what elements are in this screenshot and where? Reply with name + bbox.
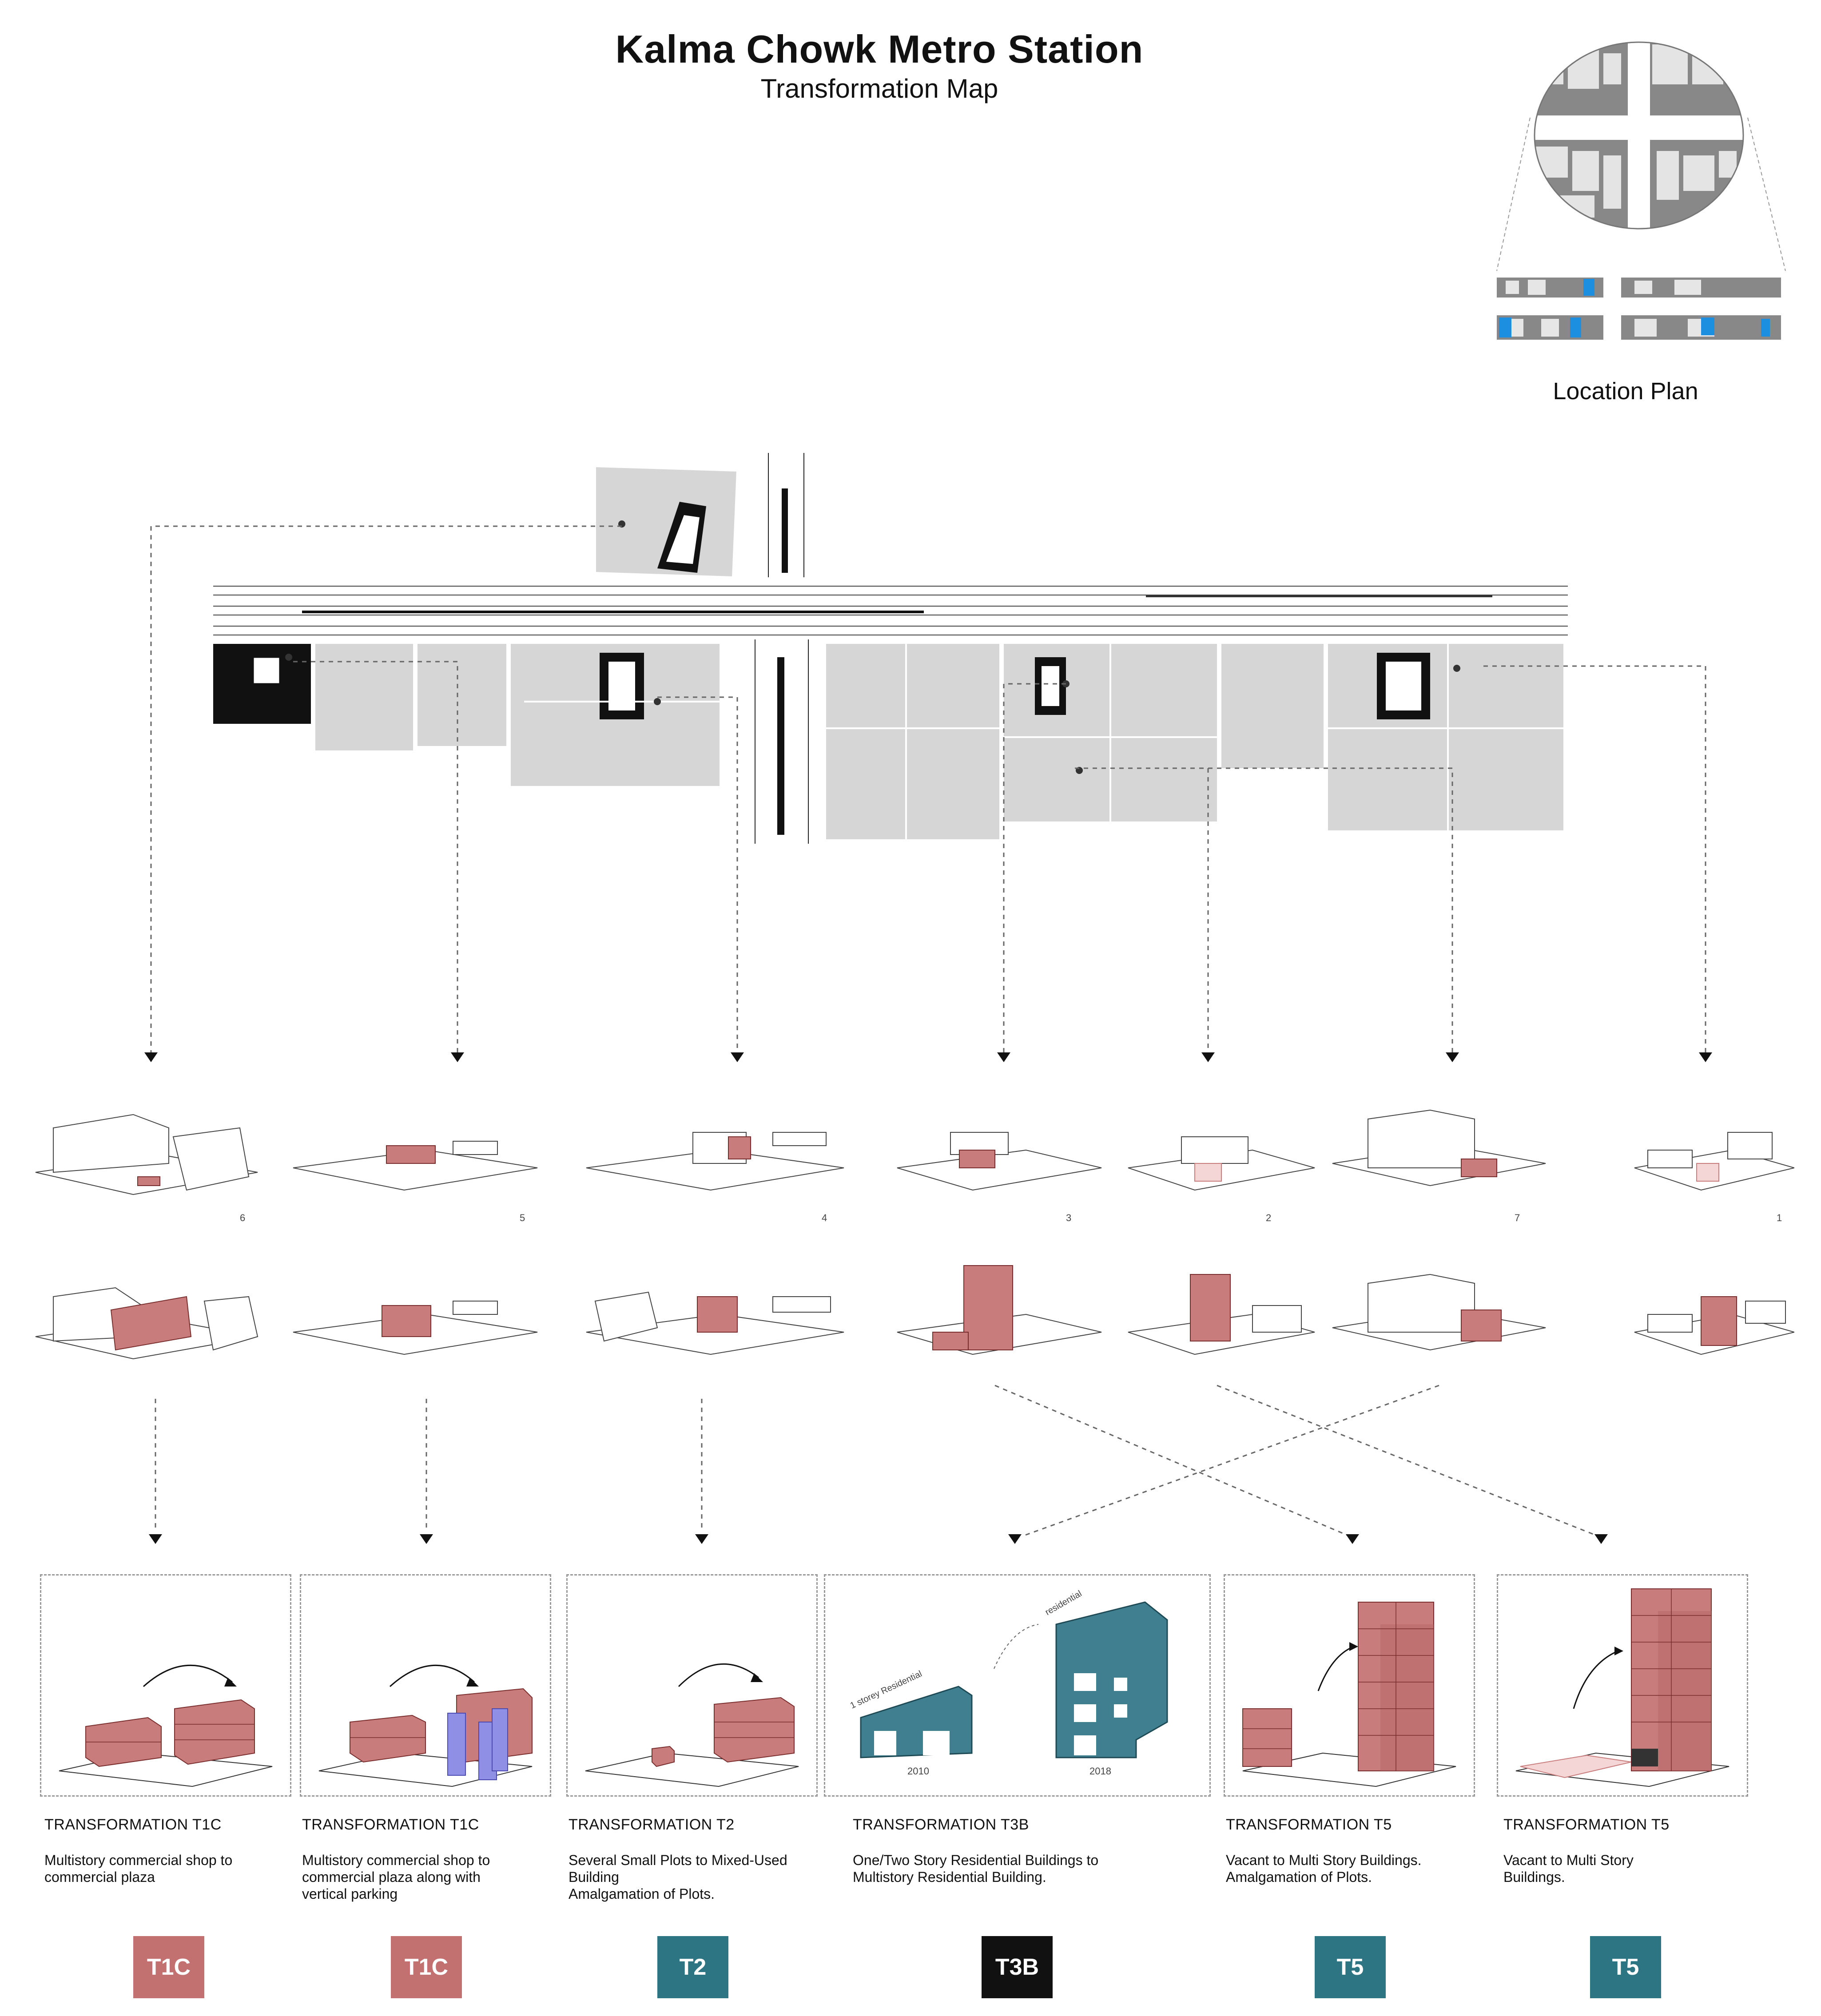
- location-plan: [1488, 22, 1790, 351]
- panel-4-graphic: 2010 2018 1 storey Residential residenti…: [849, 1589, 1168, 1777]
- after-scenes: [27, 1257, 1796, 1390]
- after-scene-4: [897, 1265, 1102, 1355]
- panel-5-graphic: [1242, 1602, 1456, 1787]
- before-scene-4: [586, 1132, 844, 1191]
- before-scenes: 6 5 4 3 2 7 1: [27, 1101, 1796, 1226]
- transformation-panel-5: [1224, 1574, 1475, 1797]
- panel-year-after: 2018: [1089, 1766, 1111, 1777]
- site-plan-graphic: [213, 453, 1568, 844]
- page-subtitle: Transformation Map: [760, 74, 998, 103]
- transformation-description: One/Two Story Residential Buildings to M…: [853, 1852, 1099, 1885]
- badge-t5: T5: [1315, 1936, 1386, 1998]
- transformation-title: TRANSFORMATION T2: [569, 1816, 735, 1833]
- after-scene-5: [1128, 1274, 1315, 1355]
- before-scene-2: [1128, 1136, 1315, 1191]
- transformation-panel-3: [566, 1574, 818, 1797]
- after-scene-1: [35, 1287, 258, 1360]
- transformation-panel-1: [40, 1574, 291, 1797]
- after-scenes-graphic: [35, 1265, 1796, 1360]
- transformation-description: Vacant to Multi Story Buildings.: [1503, 1852, 1634, 1885]
- before-scene-5: [293, 1141, 538, 1191]
- transformation-description: Several Small Plots to Mixed-Used Buildi…: [569, 1852, 787, 1902]
- panel-year-before: 2010: [907, 1766, 929, 1777]
- transformation-description: Vacant to Multi Story Buildings. Amalgam…: [1226, 1852, 1422, 1885]
- panel-note-after: residential: [1044, 1589, 1084, 1618]
- after-scene-3: [586, 1291, 844, 1355]
- after-scene-7: [1634, 1296, 1796, 1355]
- before-scenes-graphic: 6 5 4 3 2 7 1: [35, 1109, 1796, 1223]
- before-scene-7: [1332, 1109, 1546, 1187]
- panel-2-graphic: [318, 1665, 533, 1787]
- transformation-title: TRANSFORMATION T5: [1503, 1816, 1670, 1833]
- before-scene-number: 3: [1066, 1212, 1071, 1223]
- panel-1-graphic: [59, 1665, 273, 1787]
- badge-t1c: T1C: [133, 1936, 204, 1998]
- transformation-panel-4: 2010 2018 1 storey Residential residenti…: [824, 1574, 1211, 1797]
- before-scene-6: [35, 1114, 258, 1195]
- before-scene-3: [897, 1132, 1102, 1191]
- transformation-title: TRANSFORMATION T1C: [44, 1816, 222, 1833]
- badge-t2: T2: [657, 1936, 728, 1998]
- site-plan: [213, 453, 1568, 844]
- transformation-title: TRANSFORMATION T5: [1226, 1816, 1392, 1833]
- panel-3-graphic: [585, 1663, 799, 1787]
- before-scene-number: 5: [520, 1212, 525, 1223]
- before-scene-number: 4: [822, 1212, 827, 1223]
- before-scene-number: 6: [240, 1212, 245, 1223]
- before-scene-number: 7: [1515, 1212, 1520, 1223]
- location-plan-label: Location Plan: [1553, 378, 1698, 405]
- before-scene-number: 2: [1266, 1212, 1271, 1223]
- after-scene-6: [1332, 1274, 1546, 1351]
- transformation-panel-6: [1497, 1574, 1748, 1797]
- badge-t5: T5: [1590, 1936, 1661, 1998]
- transformation-title: TRANSFORMATION T3B: [853, 1816, 1029, 1833]
- after-scene-2: [293, 1301, 538, 1355]
- location-plan-graphic: [1496, 41, 1786, 340]
- page-title: Kalma Chowk Metro Station: [615, 27, 1144, 71]
- transformation-description: Multistory commercial shop to commercial…: [44, 1852, 233, 1885]
- transformation-panel-2: [300, 1574, 551, 1797]
- badge-t3b: T3B: [982, 1936, 1053, 1998]
- transformation-description: Multistory commercial shop to commercial…: [302, 1852, 490, 1902]
- panel-6-graphic: [1515, 1588, 1730, 1787]
- badge-t1c: T1C: [391, 1936, 462, 1998]
- transformation-title: TRANSFORMATION T1C: [302, 1816, 479, 1833]
- before-scene-number: 1: [1777, 1212, 1782, 1223]
- before-scene-1: [1634, 1132, 1796, 1191]
